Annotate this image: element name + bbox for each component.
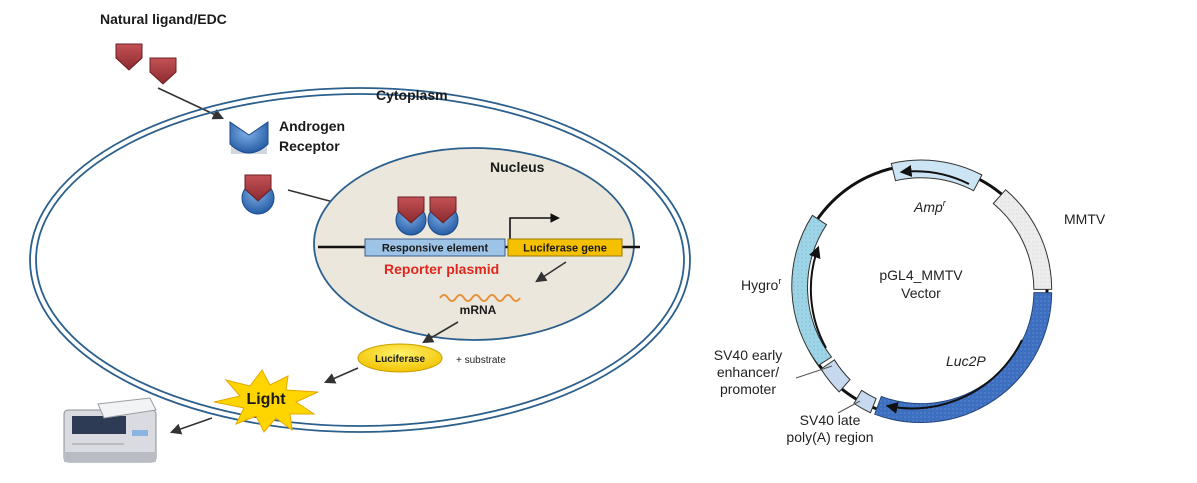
sv40-late-label-line1: SV40 late — [800, 412, 861, 428]
receptor-label-line2: Receptor — [279, 138, 340, 154]
sv40-early-label-line2: enhancer/ — [717, 364, 779, 380]
luciferase-gene-box — [507, 238, 623, 257]
sv40-late-label-line2: poly(A) region — [786, 429, 873, 445]
hygro-segment — [791, 214, 833, 366]
reporter-plasmid-label: Reporter plasmid — [384, 261, 499, 277]
light-burst-icon — [213, 369, 319, 433]
receptor-label-line1: Androgen — [279, 118, 345, 134]
cell-membrane-inner — [35, 93, 685, 427]
amp-label: Ampr — [913, 198, 947, 215]
luciferase-protein — [357, 343, 443, 373]
arrow-ligand-to-receptor — [157, 87, 225, 120]
sv40-early-label-line3: promoter — [720, 381, 776, 397]
arrow-luciferase-to-light — [323, 367, 359, 384]
mrna-label: mRNA — [460, 303, 497, 317]
light-label: Light — [246, 391, 286, 408]
arrow-gene-to-mrna — [535, 261, 567, 283]
mrna-strand — [439, 294, 521, 302]
luc2p-label: Luc2P — [946, 353, 986, 369]
mmtv-segment — [992, 189, 1053, 290]
amp-segment — [890, 159, 983, 192]
sv40-early-label-line1: SV40 early — [714, 347, 782, 363]
ligand-icon — [115, 43, 177, 85]
cytoplasm-label: Cytoplasm — [376, 87, 448, 103]
arrow-mrna-to-luciferase — [422, 321, 459, 344]
sv40-late-segment — [853, 389, 877, 414]
transcription-start-arrow — [509, 213, 560, 240]
receptor-dimer-icon — [395, 196, 459, 236]
sv40-early-leader-line — [795, 365, 833, 379]
luc2p-direction-arrow — [885, 339, 1023, 414]
androgen-receptor-icon — [229, 121, 269, 154]
hygro-direction-arrow — [809, 245, 827, 349]
mmtv-label: MMTV — [1064, 211, 1106, 227]
luciferase-label: Luciferase — [375, 354, 425, 365]
arrow-light-to-reader — [169, 417, 213, 435]
amp-direction-arrow — [899, 165, 970, 185]
hygro-label: Hygror — [741, 276, 781, 293]
ligand-label: Natural ligand/EDC — [100, 11, 227, 27]
luciferase-gene-label: Luciferase gene — [523, 243, 607, 255]
plasmid-name-line2: Vector — [901, 285, 941, 301]
plasmid-name-line1: pGL4_MMTV — [879, 267, 963, 283]
sv40-early-segment — [820, 359, 851, 393]
responsive-element-label: Responsive element — [382, 243, 489, 255]
receptor-ligand-complex-icon — [241, 174, 275, 215]
sv40-late-leader-line — [837, 400, 861, 414]
responsive-element-box — [364, 238, 506, 257]
cell-membrane-outer — [29, 87, 691, 433]
substrate-label: + substrate — [456, 355, 506, 366]
luminometer-device-icon — [63, 397, 157, 463]
nucleus-label: Nucleus — [490, 159, 545, 175]
